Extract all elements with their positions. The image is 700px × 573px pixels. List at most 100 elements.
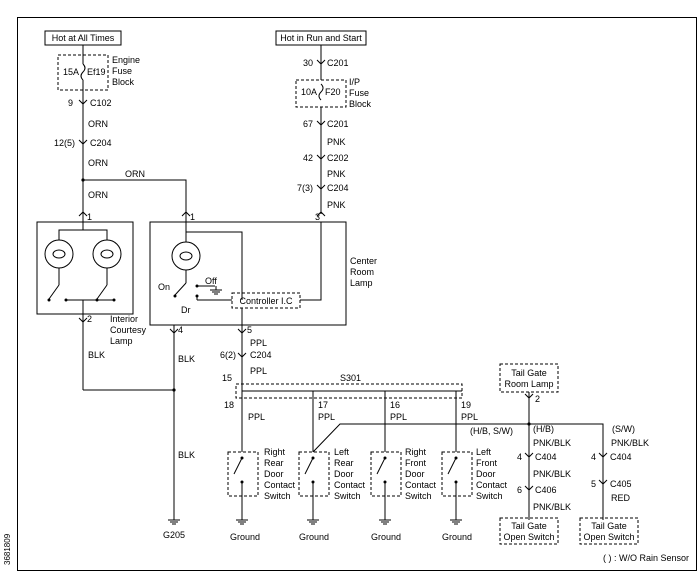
svg-text:PNK: PNK bbox=[327, 137, 346, 147]
svg-text:Ef19: Ef19 bbox=[87, 67, 106, 77]
svg-text:Courtesy: Courtesy bbox=[110, 325, 147, 335]
svg-text:ORN: ORN bbox=[88, 119, 108, 129]
svg-text:6: 6 bbox=[517, 485, 522, 495]
svg-text:15: 15 bbox=[222, 373, 232, 383]
svg-text:BLK: BLK bbox=[178, 450, 195, 460]
svg-text:Door: Door bbox=[405, 469, 425, 479]
svg-text:Ground: Ground bbox=[442, 532, 472, 542]
svg-text:G205: G205 bbox=[163, 530, 185, 540]
svg-text:I/P: I/P bbox=[349, 77, 360, 87]
svg-text:Lamp: Lamp bbox=[350, 278, 373, 288]
svg-text:PNK/BLK: PNK/BLK bbox=[533, 438, 571, 448]
svg-text:C202: C202 bbox=[327, 153, 349, 163]
left-rear-door-switch bbox=[298, 451, 330, 520]
svg-text:Fuse: Fuse bbox=[112, 66, 132, 76]
svg-text:PPL: PPL bbox=[390, 412, 407, 422]
svg-text:PNK/BLK: PNK/BLK bbox=[533, 469, 571, 479]
svg-text:RED: RED bbox=[611, 493, 631, 503]
svg-text:5: 5 bbox=[591, 479, 596, 489]
diagram-frame bbox=[17, 17, 697, 571]
svg-text:Fuse: Fuse bbox=[349, 88, 369, 98]
svg-text:10A: 10A bbox=[301, 87, 317, 97]
svg-text:Tail Gate: Tail Gate bbox=[511, 368, 547, 378]
svg-text:Open Switch: Open Switch bbox=[583, 532, 634, 542]
svg-text:ORN: ORN bbox=[125, 169, 145, 179]
svg-text:17: 17 bbox=[318, 400, 328, 410]
svg-text:1: 1 bbox=[87, 212, 92, 222]
tail-gate-open-switch-2 bbox=[579, 517, 639, 545]
svg-text:Door: Door bbox=[264, 469, 284, 479]
svg-text:C204: C204 bbox=[90, 138, 112, 148]
svg-text:Dr: Dr bbox=[181, 305, 191, 315]
svg-text:Center: Center bbox=[350, 256, 377, 266]
svg-text:PPL: PPL bbox=[248, 412, 265, 422]
svg-text:PNK: PNK bbox=[327, 200, 346, 210]
svg-text:Off: Off bbox=[205, 276, 217, 286]
svg-text:Switch: Switch bbox=[264, 491, 291, 501]
svg-text:Left: Left bbox=[476, 447, 492, 457]
svg-text:S301: S301 bbox=[340, 373, 361, 383]
svg-text:2: 2 bbox=[535, 394, 540, 404]
svg-text:Interior: Interior bbox=[110, 314, 138, 324]
svg-text:(S/W): (S/W) bbox=[612, 424, 635, 434]
svg-text:Switch: Switch bbox=[334, 491, 361, 501]
svg-text:Front: Front bbox=[476, 458, 498, 468]
svg-text:BLK: BLK bbox=[88, 350, 105, 360]
svg-text:PPL: PPL bbox=[318, 412, 335, 422]
svg-text:BLK: BLK bbox=[178, 354, 195, 364]
svg-text:Switch: Switch bbox=[405, 491, 432, 501]
svg-text:On: On bbox=[158, 282, 170, 292]
svg-text:(H/B): (H/B) bbox=[533, 424, 554, 434]
svg-text:C404: C404 bbox=[610, 452, 632, 462]
svg-text:Contact: Contact bbox=[334, 480, 366, 490]
footnote: ( ) : W/O Rain Sensor bbox=[603, 553, 689, 563]
svg-text:PPL: PPL bbox=[461, 412, 478, 422]
svg-text:Contact: Contact bbox=[264, 480, 296, 490]
svg-text:PPL: PPL bbox=[250, 338, 267, 348]
svg-text:Engine: Engine bbox=[112, 55, 140, 65]
svg-text:Contact: Contact bbox=[476, 480, 508, 490]
svg-text:Ground: Ground bbox=[230, 532, 260, 542]
hot-at-all-times-label: Hot at All Times bbox=[52, 33, 115, 43]
svg-text:4: 4 bbox=[591, 452, 596, 462]
svg-text:ORN: ORN bbox=[88, 190, 108, 200]
svg-text:30: 30 bbox=[303, 58, 313, 68]
svg-text:C406: C406 bbox=[535, 485, 557, 495]
svg-text:7(3): 7(3) bbox=[297, 183, 313, 193]
ground-symbols bbox=[236, 519, 462, 525]
svg-text:Contact: Contact bbox=[405, 480, 437, 490]
right-rear-door-switch bbox=[227, 451, 259, 520]
center-room-lamp bbox=[149, 221, 347, 326]
interior-courtesy-lamp bbox=[36, 221, 134, 315]
svg-text:Rear: Rear bbox=[334, 458, 354, 468]
svg-text:Controller I.C: Controller I.C bbox=[239, 296, 293, 306]
svg-text:Block: Block bbox=[349, 99, 372, 109]
svg-text:PNK/BLK: PNK/BLK bbox=[533, 502, 571, 512]
side-code: 3681809 bbox=[3, 533, 12, 565]
svg-text:Hot in Run and Start: Hot in Run and Start bbox=[280, 33, 362, 43]
svg-text:Open Switch: Open Switch bbox=[503, 532, 554, 542]
svg-text:3: 3 bbox=[315, 212, 320, 222]
svg-text:Block: Block bbox=[112, 77, 135, 87]
svg-text:19: 19 bbox=[461, 400, 471, 410]
svg-text:C204: C204 bbox=[327, 183, 349, 193]
left-front-door-switch bbox=[441, 451, 473, 520]
svg-text:Door: Door bbox=[476, 469, 496, 479]
svg-text:18: 18 bbox=[224, 400, 234, 410]
svg-text:67: 67 bbox=[303, 119, 313, 129]
svg-text:Right: Right bbox=[405, 447, 427, 457]
svg-text:15A: 15A bbox=[63, 67, 79, 77]
svg-text:C405: C405 bbox=[610, 479, 632, 489]
svg-text:42: 42 bbox=[303, 153, 313, 163]
svg-text:C404: C404 bbox=[535, 452, 557, 462]
svg-text:1: 1 bbox=[190, 212, 195, 222]
tail-gate-open-switch-1 bbox=[499, 517, 559, 545]
svg-text:6(2): 6(2) bbox=[220, 350, 236, 360]
svg-text:4: 4 bbox=[517, 452, 522, 462]
svg-text:C201: C201 bbox=[327, 58, 349, 68]
svg-text:F20: F20 bbox=[325, 87, 341, 97]
svg-text:Ground: Ground bbox=[299, 532, 329, 542]
svg-text:Tail Gate: Tail Gate bbox=[511, 521, 547, 531]
svg-text:2: 2 bbox=[87, 314, 92, 324]
